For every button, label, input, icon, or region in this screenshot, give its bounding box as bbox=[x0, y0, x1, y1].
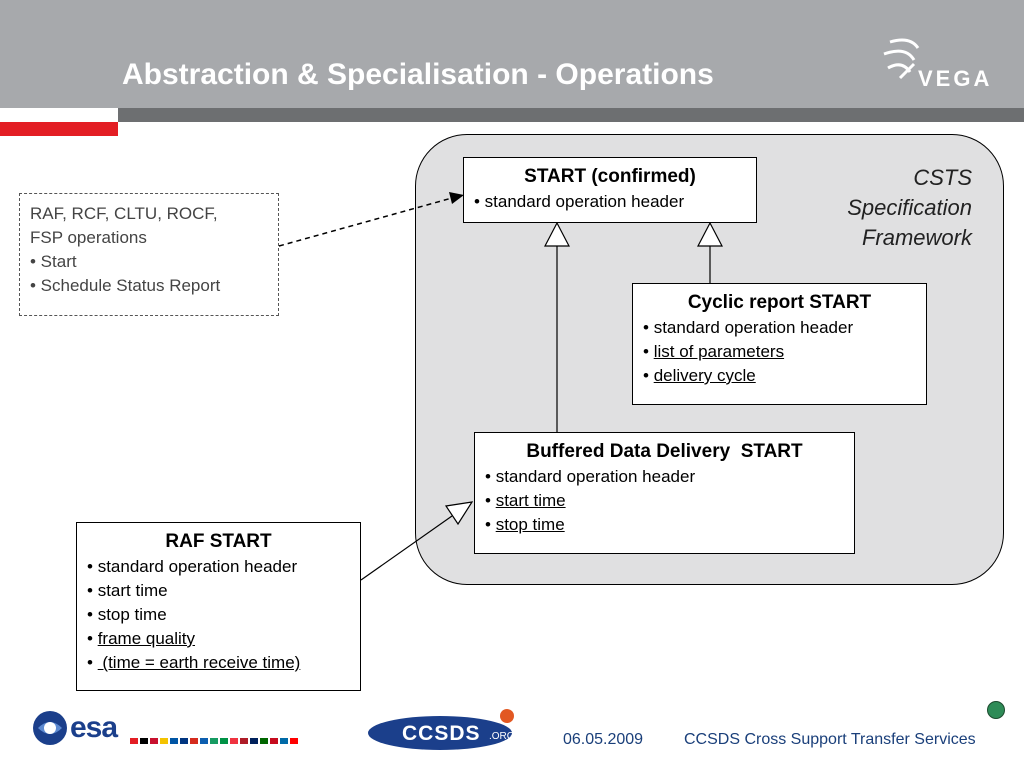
box-item: • standard operation header bbox=[474, 192, 685, 211]
esa-logo-icon bbox=[33, 711, 67, 745]
box-title: Buffered Data Delivery START bbox=[526, 441, 803, 462]
flag-icon bbox=[170, 738, 178, 744]
framework-label-line: CSTS bbox=[913, 165, 972, 190]
flag-icon bbox=[160, 738, 168, 744]
framework-label-line: Specification bbox=[847, 195, 972, 220]
footer-date: 06.05.2009 bbox=[563, 731, 644, 748]
flag-icon bbox=[190, 738, 198, 744]
bullet: • bbox=[643, 366, 654, 385]
flag-icon bbox=[200, 738, 208, 744]
item-text: delivery cycle bbox=[653, 366, 756, 385]
item-text: standard operation header bbox=[97, 557, 298, 576]
framework-label: CSTS Specification Framework bbox=[847, 163, 972, 253]
box-title: Cyclic report START bbox=[687, 292, 872, 313]
box-item: • standard operation header bbox=[87, 555, 350, 579]
framework-label-line: Framework bbox=[861, 225, 972, 250]
flag-icon bbox=[180, 738, 188, 744]
esa-logo-text: esa bbox=[70, 711, 118, 744]
header-strip bbox=[118, 108, 1024, 122]
operations-note-box: RAF, RCF, CLTU, ROCF, FSP operations • S… bbox=[19, 193, 279, 316]
note-line: FSP operations bbox=[30, 228, 147, 247]
bullet: • bbox=[87, 557, 98, 576]
bullet: • bbox=[485, 467, 496, 486]
box-item: • standard operation header bbox=[485, 465, 844, 489]
vega-logo-text: VEGA bbox=[918, 66, 993, 91]
ccsds-org-text: .ORG bbox=[489, 731, 515, 742]
box-item: • list of parameters bbox=[643, 340, 916, 364]
flag-icon bbox=[210, 738, 218, 744]
flag-icon bbox=[270, 738, 278, 744]
member-flags bbox=[130, 738, 298, 746]
footer-title: CCSDS Cross Support Transfer Services bbox=[684, 731, 976, 748]
bullet: • bbox=[485, 515, 496, 534]
box-item: • frame quality bbox=[87, 627, 350, 651]
header-band bbox=[0, 0, 1024, 108]
bullet: • bbox=[87, 629, 98, 648]
item-text: frame quality bbox=[97, 629, 196, 648]
item-text: start time bbox=[495, 491, 566, 510]
item-text: (time = earth receive time) bbox=[97, 653, 301, 672]
item-text: standard operation header bbox=[495, 467, 696, 486]
box-item: • stop time bbox=[87, 603, 350, 627]
flag-icon bbox=[240, 738, 248, 744]
item-text: stop time bbox=[495, 515, 565, 534]
flag-icon bbox=[260, 738, 268, 744]
box-item: • (time = earth receive time) bbox=[87, 651, 350, 675]
item-text: start time bbox=[97, 581, 168, 600]
box-item: • start time bbox=[485, 489, 844, 513]
header-accent-strip bbox=[0, 122, 118, 136]
bullet: • bbox=[87, 581, 98, 600]
box-item: • start time bbox=[87, 579, 350, 603]
flag-icon bbox=[220, 738, 228, 744]
box-title: START (confirmed) bbox=[524, 166, 696, 187]
item-text: list of parameters bbox=[653, 342, 785, 361]
cyclic-report-box: Cyclic report START • standard operation… bbox=[632, 283, 927, 405]
note-line: • Schedule Status Report bbox=[30, 276, 221, 295]
bullet: • bbox=[485, 491, 496, 510]
flag-icon bbox=[290, 738, 298, 744]
box-item: • stop time bbox=[485, 513, 844, 537]
bullet: • bbox=[643, 342, 654, 361]
note-line: • Start bbox=[30, 252, 77, 271]
buffered-data-delivery-box: Buffered Data Delivery START • standard … bbox=[474, 432, 855, 554]
start-confirmed-box: START (confirmed) • standard operation h… bbox=[463, 157, 757, 223]
flag-icon bbox=[150, 738, 158, 744]
bullet: • bbox=[643, 318, 654, 337]
bullet: • bbox=[87, 653, 98, 672]
ccsds-logo-text: CCSDS bbox=[402, 722, 481, 745]
flag-icon bbox=[140, 738, 148, 744]
flag-icon bbox=[280, 738, 288, 744]
box-item: • standard operation header bbox=[643, 316, 916, 340]
raf-start-box: RAF START • standard operation header • … bbox=[76, 522, 361, 691]
page-title: Abstraction & Specialisation - Operation… bbox=[122, 58, 714, 91]
note-line: RAF, RCF, CLTU, ROCF, bbox=[30, 204, 218, 223]
status-dot bbox=[987, 701, 1005, 719]
box-title: RAF START bbox=[165, 531, 272, 552]
flag-icon bbox=[230, 738, 238, 744]
box-item: • delivery cycle bbox=[643, 364, 916, 388]
flag-icon bbox=[130, 738, 138, 744]
flag-icon bbox=[250, 738, 258, 744]
vega-logo-icon bbox=[883, 38, 920, 80]
item-text: stop time bbox=[97, 605, 167, 624]
ccsds-logo-icon bbox=[368, 709, 514, 750]
item-text: standard operation header bbox=[653, 318, 854, 337]
bullet: • bbox=[87, 605, 98, 624]
